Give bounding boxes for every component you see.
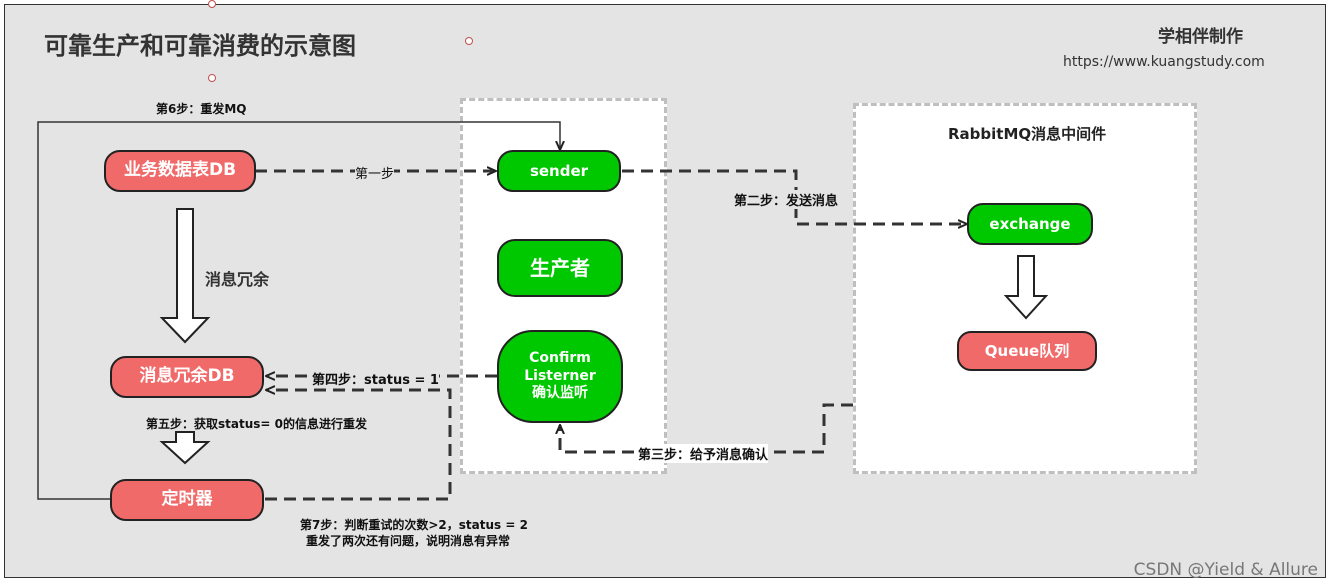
step7-label-line2: 重发了两次还有问题，说明消息有异常 bbox=[306, 534, 511, 548]
sender-node: sender bbox=[497, 150, 621, 192]
exchange-node: exchange bbox=[967, 203, 1093, 245]
selection-handle-dot bbox=[465, 37, 473, 45]
redundancy-label: 消息冗余 bbox=[205, 270, 270, 289]
step6-label: 第6步：重发MQ bbox=[156, 102, 247, 116]
step3-label: 第三步：给予消息确认 bbox=[638, 444, 769, 463]
step7-arrow bbox=[265, 390, 452, 501]
rabbitmq-panel-title: RabbitMQ消息中间件 bbox=[948, 125, 1107, 143]
step7-label-line1: 第7步：判断重试的次数>2，status = 2 bbox=[300, 518, 528, 532]
exchange-queue-hollow-arrow bbox=[1003, 255, 1049, 320]
step5-label: 第五步：获取status= 0的信息进行重发 bbox=[146, 417, 367, 431]
step1-label: 第一步 bbox=[355, 163, 395, 182]
timer-node: 定时器 bbox=[110, 479, 264, 521]
selection-handle-dot bbox=[208, 0, 216, 8]
redundant-db-node: 消息冗余DB bbox=[110, 356, 264, 398]
author-label: 学相伴制作 bbox=[1158, 27, 1243, 47]
confirm-listener-node: Confirm Listerner 确认监听 bbox=[497, 330, 623, 423]
producer-node: 生产者 bbox=[497, 239, 623, 297]
redundancy-hollow-arrow bbox=[159, 208, 211, 344]
step4-label: 第四步：status = 1 bbox=[312, 369, 439, 388]
csdn-watermark: CSDN @Yield & Allure bbox=[1133, 560, 1318, 580]
step6-arrow bbox=[37, 121, 560, 500]
queue-node: Queue队列 bbox=[957, 331, 1097, 371]
selection-handle-dot bbox=[208, 74, 216, 82]
business-db-node: 业务数据表DB bbox=[104, 150, 256, 192]
step3-arrow bbox=[560, 403, 853, 454]
diagram-title: 可靠生产和可靠消费的示意图 bbox=[44, 32, 356, 60]
step2-label: 第二步：发送消息 bbox=[734, 190, 839, 209]
author-url: https://www.kuangstudy.com bbox=[1063, 54, 1265, 70]
step5-hollow-arrow bbox=[159, 431, 211, 465]
